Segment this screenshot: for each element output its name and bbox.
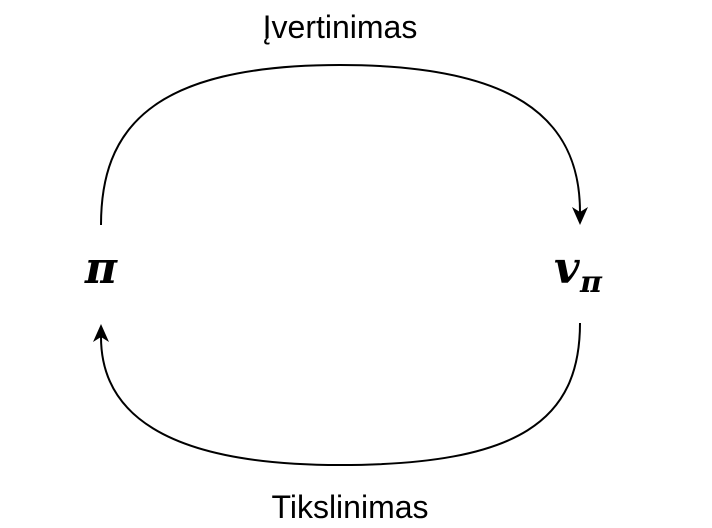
evaluation-label: Įvertinimas	[263, 9, 418, 45]
improvement-arrowhead	[93, 324, 109, 342]
evaluation-arc	[100, 63, 581, 226]
improvement-label: Tikslinimas	[271, 489, 428, 525]
value-node: v π	[554, 243, 603, 300]
evaluation-edge: Įvertinimas	[100, 9, 588, 226]
improvement-edge: Tikslinimas	[93, 322, 581, 525]
value-node-subscript: π	[579, 265, 603, 300]
evaluation-arrowhead	[572, 207, 588, 225]
policy-node: π	[84, 243, 118, 294]
value-node-symbol: v	[554, 243, 580, 294]
improvement-arc	[100, 322, 581, 467]
